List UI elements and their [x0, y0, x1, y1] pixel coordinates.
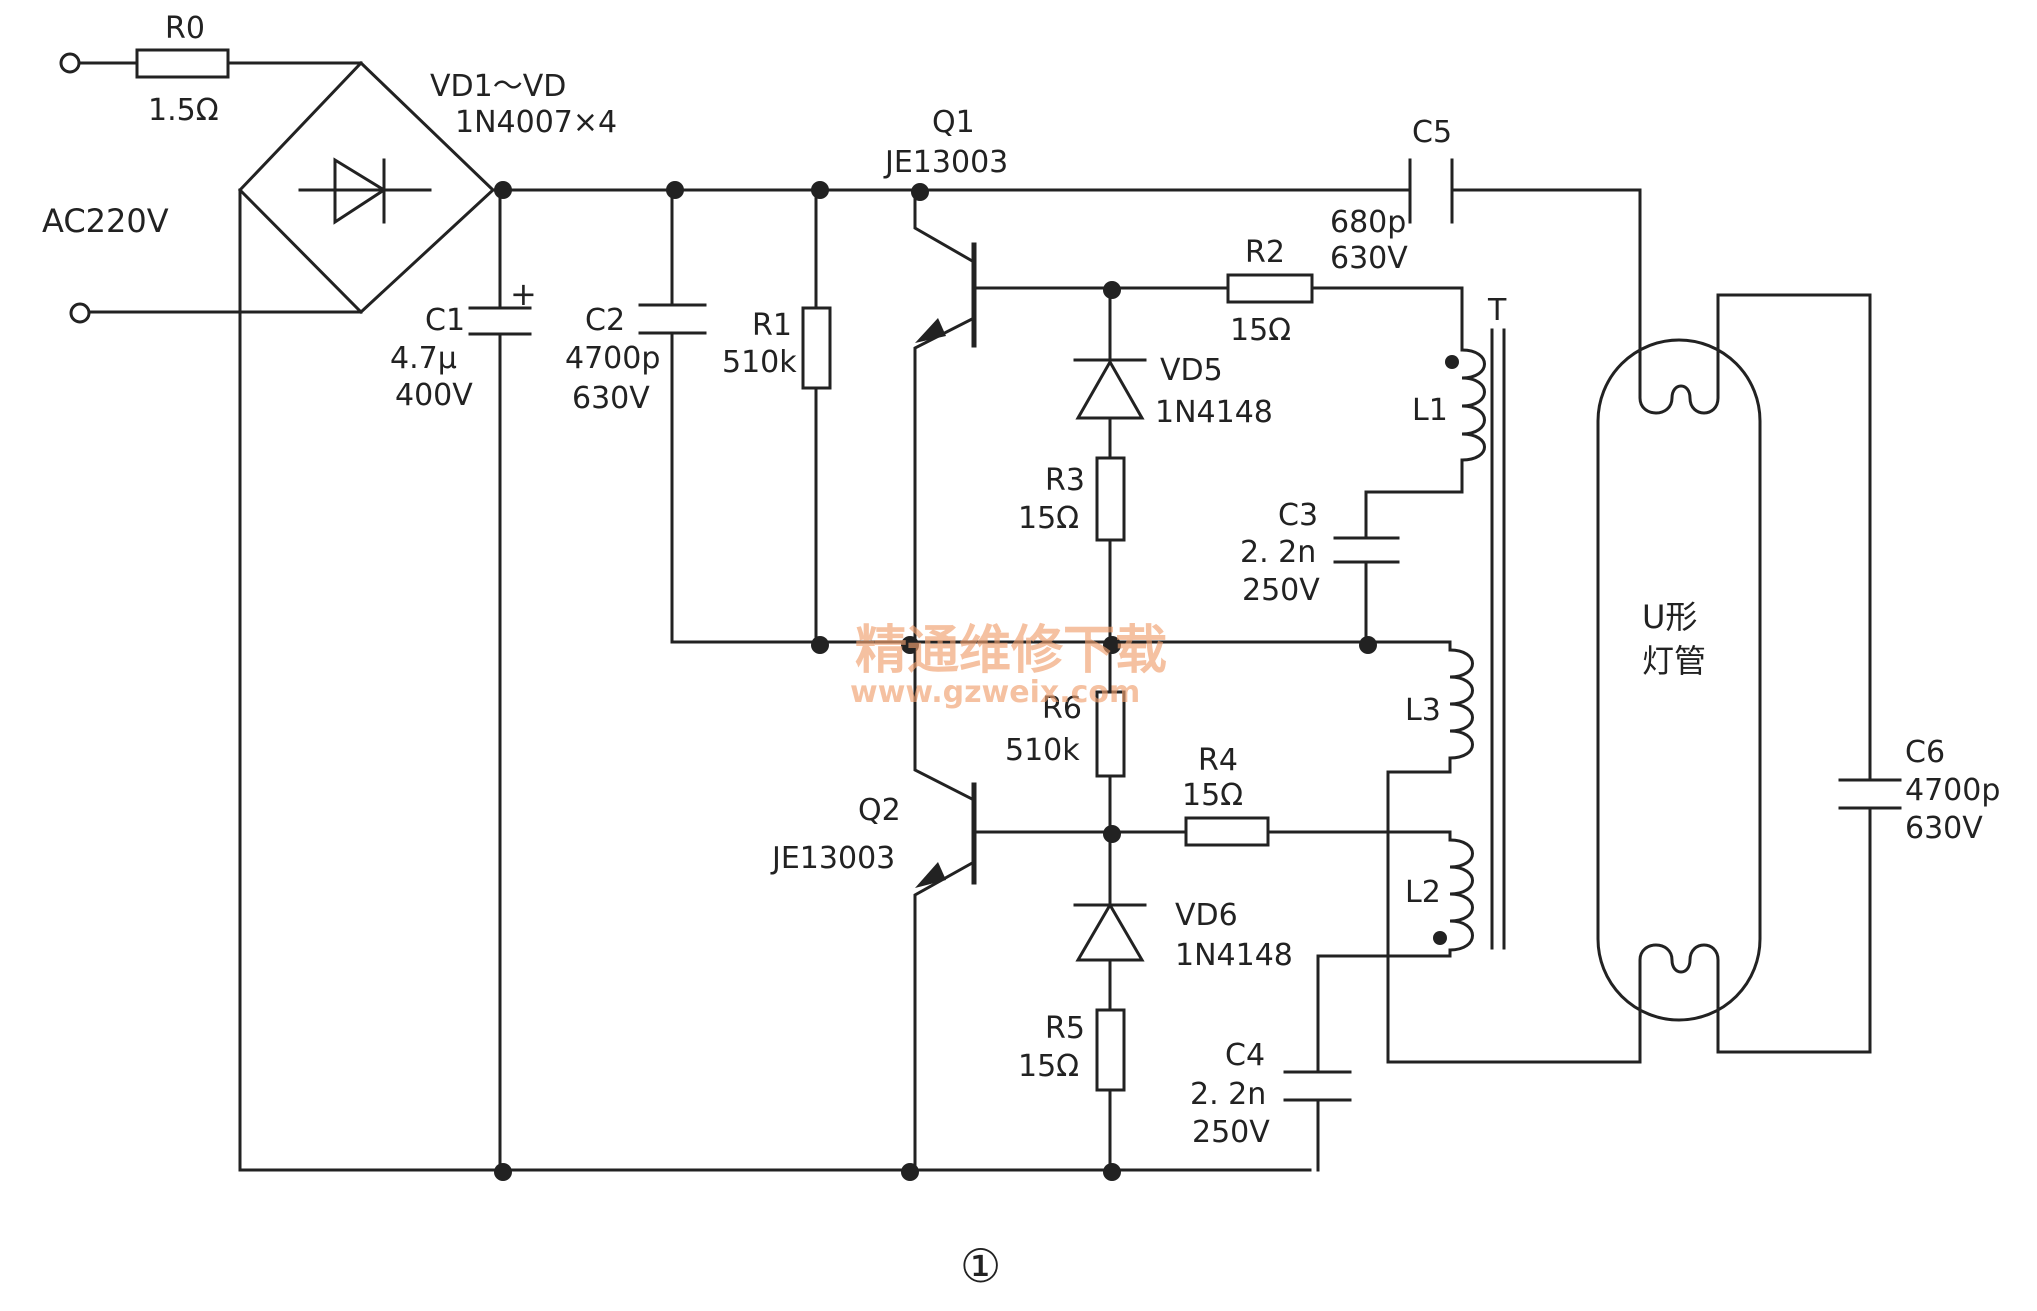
resistor-r5 [1095, 1008, 1126, 1092]
inductor-l2 [1433, 838, 1474, 952]
c4-rating: 250V [1192, 1115, 1270, 1150]
vd6-ref: VD6 [1175, 898, 1238, 933]
c4-value: 2. 2n [1190, 1077, 1266, 1112]
junction-dots [494, 181, 1377, 1181]
bridge-part: 1N4007×4 [455, 105, 617, 140]
c5-rating: 630V [1330, 241, 1408, 276]
resistor-r0 [135, 48, 230, 79]
lamp-label-line1: U形 [1642, 598, 1697, 636]
c5-ref: C5 [1412, 115, 1452, 150]
c3-ref: C3 [1278, 498, 1318, 533]
r5-ref: R5 [1045, 1011, 1085, 1046]
c2-ref: C2 [585, 303, 625, 338]
c1-polarity: + [510, 275, 537, 313]
r6-ref: R6 [1042, 691, 1082, 726]
transistor-q1 [915, 242, 977, 348]
c4-ref: C4 [1225, 1038, 1265, 1073]
resistor-r1 [801, 306, 832, 390]
capacitor-c6 [1838, 778, 1902, 810]
figure-label: ① [960, 1239, 1001, 1293]
u-lamp [1596, 338, 1762, 1022]
bridge-ref: VD1～VD [430, 69, 566, 104]
capacitor-c5 [1408, 158, 1454, 224]
l1-ref: L1 [1412, 393, 1448, 428]
r0-ref: R0 [165, 11, 205, 46]
r3-ref: R3 [1045, 463, 1085, 498]
r5-value: 15Ω [1018, 1049, 1079, 1084]
r0-value: 1.5Ω [148, 93, 219, 128]
inductor-l3 [1449, 648, 1474, 760]
resistor-r4 [1184, 816, 1270, 847]
vd6-part: 1N4148 [1175, 938, 1293, 973]
c6-rating: 630V [1905, 811, 1983, 846]
bridge-diode-symbol [298, 157, 432, 225]
capacitor-c1 [468, 306, 532, 336]
l2-ref: L2 [1405, 875, 1441, 910]
q1-ref: Q1 [932, 105, 975, 140]
c3-rating: 250V [1242, 573, 1320, 608]
q1-part: JE13003 [883, 145, 1008, 180]
r6-value: 510k [1005, 733, 1080, 768]
c2-value: 4700p [565, 341, 660, 376]
r4-ref: R4 [1198, 743, 1238, 778]
c2-rating: 630V [572, 381, 650, 416]
r2-ref: R2 [1245, 235, 1285, 270]
r4-value: 15Ω [1182, 778, 1243, 813]
c1-rating: 400V [395, 378, 473, 413]
c3-value: 2. 2n [1240, 535, 1316, 570]
r1-ref: R1 [752, 308, 792, 343]
c6-ref: C6 [1905, 735, 1945, 770]
t-ref: T [1487, 293, 1507, 328]
q2-ref: Q2 [858, 793, 901, 828]
watermark-text: 精通维修下载 [855, 621, 1167, 681]
input-terminals [59, 52, 91, 324]
transistor-q2 [915, 782, 977, 888]
c1-ref: C1 [425, 303, 465, 338]
resistor-r6 [1095, 690, 1126, 778]
transformer-core [1490, 328, 1506, 950]
diode-vd6 [1073, 902, 1147, 962]
c5-value: 680p [1330, 205, 1406, 240]
diode-vd5 [1073, 358, 1147, 420]
watermark-url: www.gzweix.com [850, 675, 1140, 710]
inductor-l1 [1445, 348, 1486, 462]
vd5-part: 1N4148 [1155, 395, 1273, 430]
c1-value: 4.7μ [390, 341, 457, 376]
capacitor-c2 [638, 303, 707, 335]
capacitor-c3 [1333, 536, 1400, 564]
ac-input-label: AC220V [42, 202, 169, 240]
wires [76, 60, 1872, 1172]
r3-value: 15Ω [1018, 501, 1079, 536]
q2-part: JE13003 [770, 841, 895, 876]
vd5-ref: VD5 [1160, 353, 1223, 388]
r2-value: 15Ω [1230, 313, 1291, 348]
lamp-label-line2: 灯管 [1642, 642, 1706, 680]
capacitor-c4 [1283, 1070, 1352, 1102]
resistor-r2 [1226, 273, 1314, 304]
r1-value: 510k [722, 345, 797, 380]
resistor-r3 [1095, 456, 1126, 542]
c6-value: 4700p [1905, 773, 2000, 808]
l3-ref: L3 [1405, 693, 1441, 728]
